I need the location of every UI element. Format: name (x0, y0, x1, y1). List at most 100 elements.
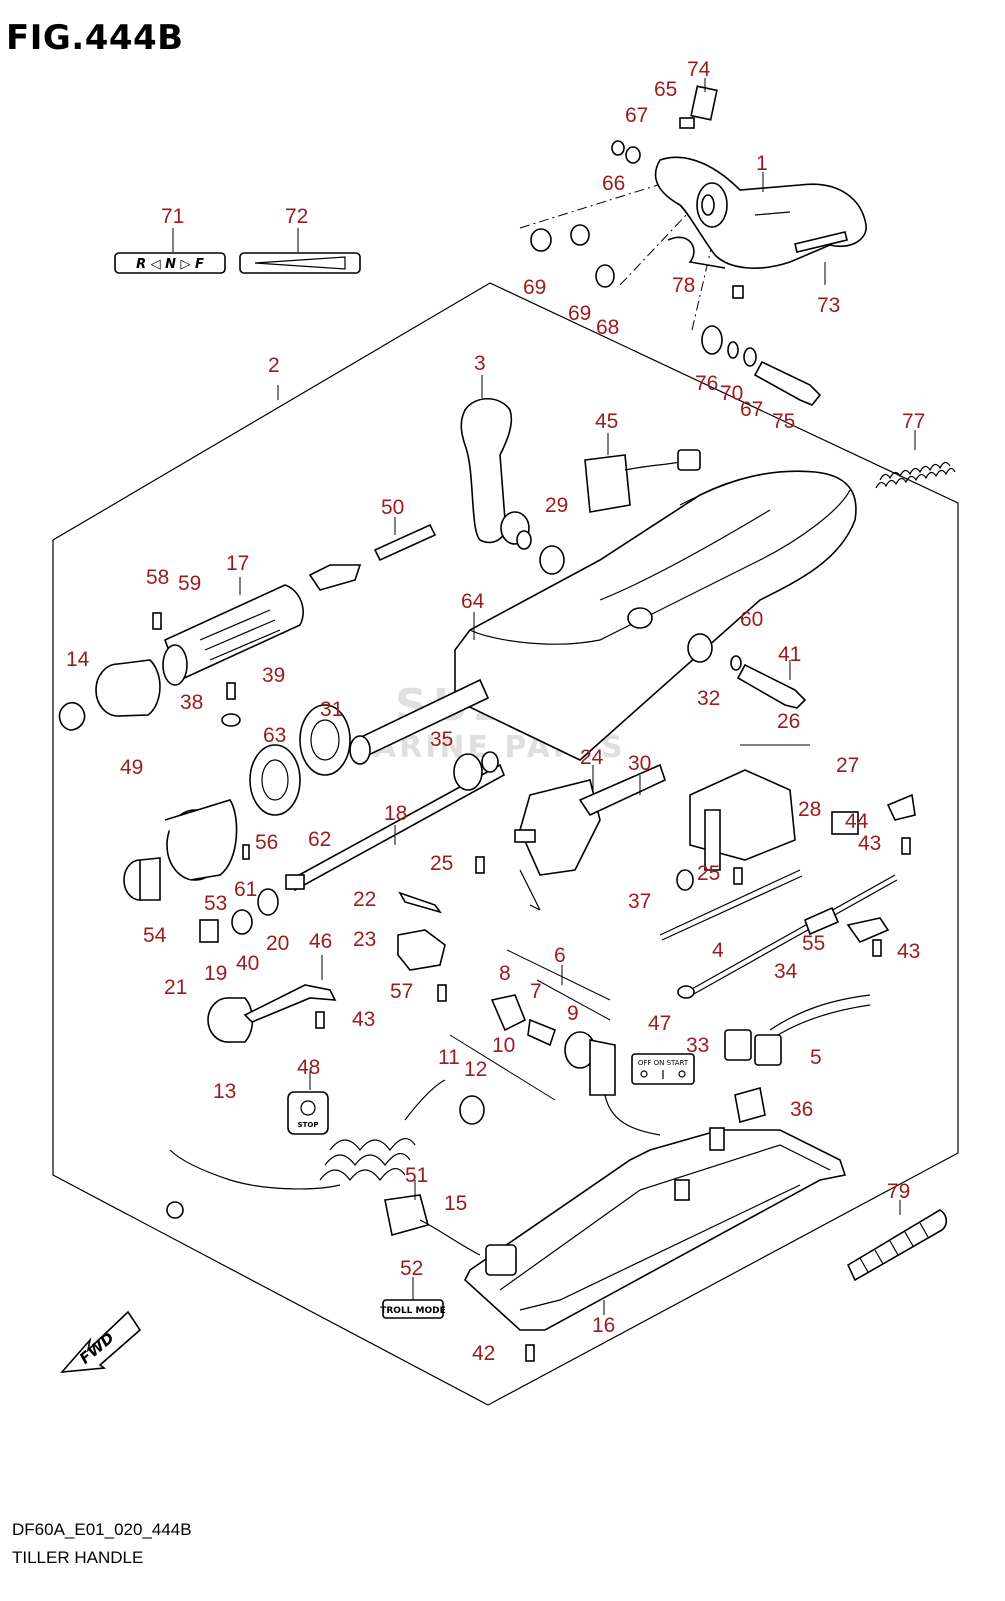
callout-66: 66 (602, 172, 625, 195)
callout-18: 18 (384, 802, 407, 825)
bracket-bolts (530, 85, 848, 406)
callout-56: 56 (255, 831, 278, 854)
callout-25a: 25 (430, 852, 453, 875)
callout-69a: 69 (523, 276, 546, 299)
callout-57: 57 (390, 980, 413, 1003)
tiller-handle-housing (454, 470, 857, 761)
callout-74: 74 (687, 58, 711, 81)
callout-31: 31 (320, 698, 343, 721)
callout-32: 32 (697, 687, 720, 710)
callout-7: 7 (530, 980, 542, 1003)
start-switch-plate: OFF ON START (631, 1053, 695, 1085)
callout-35: 35 (430, 728, 453, 751)
callout-47: 47 (648, 1012, 671, 1035)
callout-58: 58 (146, 566, 169, 589)
callout-12: 12 (464, 1058, 487, 1081)
callout-42: 42 (472, 1342, 495, 1365)
callout-67a: 67 (625, 104, 648, 127)
callout-73: 73 (817, 294, 840, 317)
callout-24: 24 (580, 746, 604, 769)
kill-switch (207, 997, 254, 1043)
callout-77: 77 (902, 410, 925, 433)
forward-direction-arrow: FWD (60, 1310, 142, 1373)
callout-62: 62 (308, 828, 331, 851)
callout-44: 44 (845, 810, 869, 833)
callout-36: 36 (790, 1098, 813, 1121)
stop-plate-text: STOP (298, 1121, 319, 1129)
callout-55: 55 (802, 932, 825, 955)
spring (875, 461, 956, 489)
callout-6: 6 (554, 944, 566, 967)
callout-22: 22 (353, 888, 376, 911)
shift-decal-text: R ◁ N ▷ F (136, 257, 204, 272)
callout-75: 75 (772, 410, 795, 433)
callout-69b: 69 (568, 302, 591, 325)
callout-48: 48 (297, 1056, 320, 1079)
callout-28: 28 (798, 798, 821, 821)
figure-caption: TILLER HANDLE (12, 1548, 144, 1567)
callout-13: 13 (213, 1080, 236, 1103)
callout-72: 72 (285, 205, 308, 228)
callout-9: 9 (567, 1002, 579, 1025)
callout-1: 1 (756, 152, 768, 175)
callout-15: 15 (444, 1192, 467, 1215)
callout-65: 65 (654, 78, 677, 101)
callout-25b: 25 (697, 862, 720, 885)
callout-23: 23 (353, 928, 376, 951)
callout-67b: 67 (740, 398, 763, 421)
callout-45: 45 (595, 410, 618, 433)
friction-knob (123, 799, 238, 901)
callout-54: 54 (143, 924, 167, 947)
cable-spring (846, 1209, 948, 1282)
callout-41: 41 (778, 643, 801, 666)
callout-79: 79 (887, 1180, 910, 1203)
callout-49: 49 (120, 756, 143, 779)
callout-21: 21 (164, 976, 187, 999)
troll-mode-plate: TROLL MODE (380, 1299, 446, 1319)
callout-70: 70 (720, 382, 743, 405)
callout-5: 5 (810, 1046, 822, 1069)
stop-switch-plate: STOP (287, 1091, 329, 1135)
callout-38: 38 (180, 691, 203, 714)
troll-mode-text: TROLL MODE (380, 1306, 446, 1316)
model-code: DF60A_E01_020_444B (12, 1520, 192, 1539)
callout-64: 64 (461, 590, 485, 613)
throttle-shaft (285, 678, 506, 892)
callout-16: 16 (592, 1314, 615, 1337)
callout-10: 10 (492, 1034, 515, 1057)
assembly-outline (52, 282, 959, 1406)
switch-connector (584, 449, 701, 513)
shift-decal: R ◁ N ▷ F (114, 252, 226, 274)
callout-34: 34 (774, 960, 798, 983)
callout-20: 20 (266, 932, 289, 955)
callout-61: 61 (234, 878, 257, 901)
callout-19: 19 (204, 962, 227, 985)
callout-30: 30 (628, 752, 651, 775)
lower-cover (464, 1127, 847, 1331)
throttle-mechanism (514, 763, 666, 911)
emergency-stop-lanyard (166, 1079, 485, 1219)
grip-cap (58, 659, 161, 731)
wire-harness (724, 994, 871, 1066)
callout-43b: 43 (897, 940, 920, 963)
callout-26: 26 (777, 710, 800, 733)
ignition-switch (490, 994, 661, 1136)
callout-63: 63 (263, 724, 286, 747)
callout-11: 11 (438, 1046, 460, 1069)
callout-3: 3 (474, 352, 486, 375)
start-plate-text: OFF ON START (638, 1059, 689, 1067)
troll-mode-switch (384, 1194, 517, 1276)
callout-33: 33 (686, 1034, 709, 1057)
friction-rings (199, 704, 351, 943)
callout-40: 40 (236, 952, 259, 975)
callout-17: 17 (226, 552, 249, 575)
callout-78: 78 (672, 274, 695, 297)
callout-29: 29 (545, 494, 568, 517)
small-brackets (243, 891, 890, 1124)
callout-52: 52 (400, 1257, 423, 1280)
throttle-grip (162, 523, 437, 686)
callout-76: 76 (695, 372, 718, 395)
shift-lever (460, 397, 565, 575)
callout-2: 2 (268, 354, 280, 377)
